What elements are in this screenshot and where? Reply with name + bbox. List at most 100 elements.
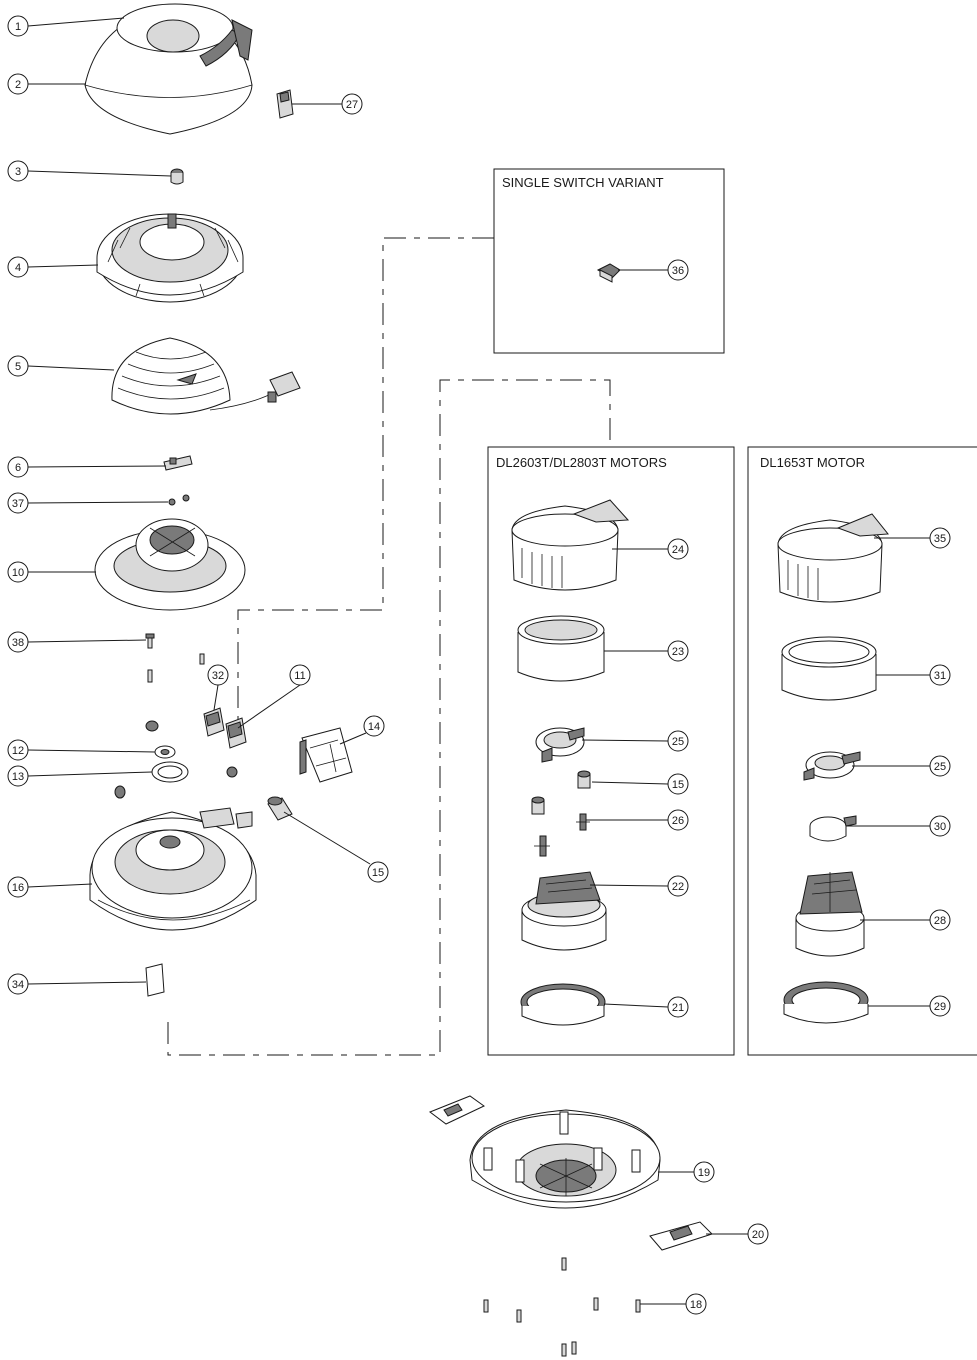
- callout-38: 38: [7, 631, 29, 653]
- svg-text:16: 16: [12, 882, 24, 894]
- dl1653t-motor-box: DL1653T MOTOR: [747, 446, 977, 1056]
- svg-text:2: 2: [15, 79, 21, 91]
- callout-29: 29: [929, 995, 951, 1017]
- callout-3: 3: [7, 160, 29, 182]
- seal-29-part: [783, 981, 869, 1024]
- callout-31: 31: [929, 664, 951, 686]
- routing-lines: [167, 237, 611, 1056]
- washer-part: [154, 745, 176, 759]
- foam-ring-23-part: [517, 615, 605, 682]
- callout-4: 4: [7, 256, 29, 278]
- svg-text:11: 11: [294, 670, 305, 682]
- top-cover-part: [84, 3, 253, 135]
- bearing-holder-30-part: [809, 815, 857, 842]
- callout-23: 23: [667, 640, 689, 662]
- callout-12: 12: [7, 739, 29, 761]
- dl2603t-motors-title: DL2603T/DL2803T MOTORS: [496, 455, 667, 470]
- svg-text:24: 24: [672, 544, 684, 556]
- svg-text:15: 15: [672, 779, 684, 791]
- svg-text:5: 5: [15, 361, 21, 373]
- base-19-part: [469, 1109, 661, 1209]
- svg-text:34: 34: [12, 979, 24, 991]
- callout-34: 34: [7, 973, 29, 995]
- grommets-part: [114, 720, 238, 799]
- callout-5: 5: [7, 355, 29, 377]
- cover-clip-part: [276, 89, 294, 119]
- svg-text:28: 28: [934, 915, 946, 927]
- motor-shroud-24-part: [511, 499, 630, 591]
- callout-bubbles: 1 2 3 4 5 6 37 10 38 12 13 16 34 27 36 3…: [7, 15, 951, 1315]
- callout-21: 21: [667, 996, 689, 1018]
- callout-25-dl1653t: 25: [929, 755, 951, 777]
- callout-11: 11: [289, 664, 311, 686]
- single-switch-variant-title: SINGLE SWITCH VARIANT: [502, 175, 664, 190]
- gasket-25b-part: [803, 751, 861, 781]
- svg-text:6: 6: [15, 462, 21, 474]
- callout-37: 37: [7, 492, 29, 514]
- callout-18: 18: [685, 1293, 707, 1315]
- callout-25-dl2603t: 25: [667, 730, 689, 752]
- callout-1: 1: [7, 15, 29, 37]
- callout-22: 22: [667, 875, 689, 897]
- svg-text:38: 38: [12, 637, 24, 649]
- svg-text:3: 3: [15, 166, 21, 178]
- callout-20: 20: [747, 1223, 769, 1245]
- callout-27: 27: [341, 93, 363, 115]
- callout-30: 30: [929, 815, 951, 837]
- mounting-bracket-part: [299, 727, 353, 783]
- svg-text:21: 21: [672, 1002, 684, 1014]
- power-cord-part: [111, 337, 301, 415]
- callout-13: 13: [7, 765, 29, 787]
- svg-text:19: 19: [698, 1167, 710, 1179]
- callout-16: 16: [7, 876, 29, 898]
- seal-21-part: [520, 983, 606, 1026]
- callout-35: 35: [929, 527, 951, 549]
- motor-base-plate-part: [94, 518, 246, 611]
- callout-2: 2: [7, 73, 29, 95]
- svg-text:1: 1: [15, 21, 21, 33]
- svg-text:30: 30: [934, 821, 946, 833]
- svg-text:29: 29: [934, 1001, 946, 1013]
- capacitor-left-part: [267, 796, 293, 821]
- bracket-part: [163, 455, 193, 471]
- motor-shroud-35-part: [777, 513, 889, 603]
- callout-36: 36: [667, 259, 689, 281]
- svg-text:35: 35: [934, 533, 946, 545]
- callout-26: 26: [667, 809, 689, 831]
- motor-28-part: [795, 871, 865, 957]
- capacitor-15b-part: [531, 770, 591, 815]
- callout-15-left: 15: [367, 861, 389, 883]
- dl2603t-motors-box: DL2603T/DL2803T MOTORS: [487, 446, 735, 1056]
- knob-part: [170, 168, 184, 185]
- svg-text:23: 23: [672, 646, 684, 658]
- svg-text:12: 12: [12, 745, 24, 757]
- svg-text:31: 31: [934, 670, 946, 682]
- svg-text:27: 27: [346, 99, 358, 111]
- gasket-25a-part: [535, 727, 585, 763]
- foam-ring-31-part: [781, 636, 877, 701]
- callout-10: 10: [7, 561, 29, 583]
- switch-32-part: [203, 707, 225, 737]
- svg-text:13: 13: [12, 771, 24, 783]
- callout-24: 24: [667, 538, 689, 560]
- callout-15-dl2603t: 15: [667, 773, 689, 795]
- leader-lines: [27, 17, 930, 1305]
- svg-text:22: 22: [672, 881, 684, 893]
- svg-text:10: 10: [12, 567, 24, 579]
- svg-text:20: 20: [752, 1229, 764, 1241]
- brush-holder-26-part: [534, 813, 590, 857]
- callout-32: 32: [207, 664, 229, 686]
- small-screws-part: [168, 494, 190, 506]
- filter-housing-part: [96, 213, 244, 303]
- fan-housing-part: [89, 807, 257, 931]
- dl1653t-motor-title: DL1653T MOTOR: [760, 455, 865, 470]
- svg-text:36: 36: [672, 265, 684, 277]
- foot-pad-left-part: [428, 1095, 485, 1125]
- svg-text:25: 25: [934, 761, 946, 773]
- callout-19: 19: [693, 1161, 715, 1183]
- svg-text:26: 26: [672, 815, 684, 827]
- switch-11-part: [225, 717, 247, 749]
- single-switch-variant-box: SINGLE SWITCH VARIANT: [493, 168, 725, 354]
- svg-text:18: 18: [690, 1299, 702, 1311]
